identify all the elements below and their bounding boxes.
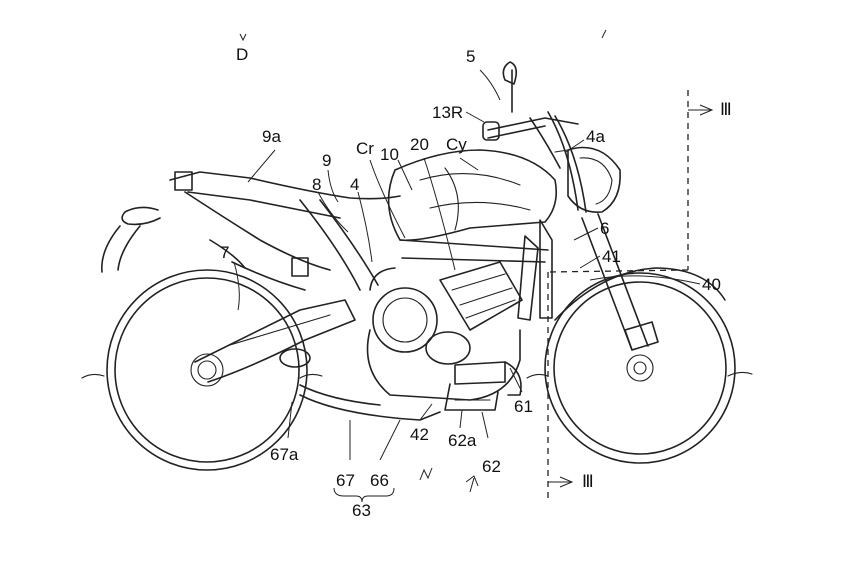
frame [299,199,553,321]
label-67a: 67a [270,445,299,464]
label-63: 63 [352,501,371,520]
section-mark-bottom: Ⅲ [582,472,594,491]
label-66: 66 [370,471,389,490]
front-fork [581,213,659,351]
front-wheel [526,272,753,464]
label-4a: 4a [586,127,605,146]
label-8: 8 [312,175,321,194]
label-62: 62 [482,457,501,476]
headlight [554,146,621,213]
reference-labels: D Ⅲ Ⅲ 5 13R 4a 9a 9 Cr 10 20 Cy 8 4 6 41… [220,45,732,520]
label-9a: 9a [262,127,281,146]
section-mark-top: Ⅲ [720,100,732,119]
direction-label: D [236,45,248,64]
rear-wheel [81,269,323,471]
label-4: 4 [350,175,359,194]
leader-lines [233,69,701,503]
label-9: 9 [322,151,331,170]
seat-and-tail [101,171,401,273]
fuel-tank [387,149,558,242]
label-13R: 13R [432,103,463,122]
engine [366,261,523,401]
handlebar [482,61,587,213]
label-41: 41 [602,247,621,266]
label-7: 7 [220,243,229,262]
direction-arrows [239,29,607,493]
label-Cy: Cy [446,135,467,154]
label-10: 10 [380,145,399,164]
label-6: 6 [600,219,609,238]
front-fender [554,267,726,321]
label-62a: 62a [448,431,477,450]
label-61: 61 [514,397,533,416]
label-20: 20 [410,135,429,154]
swingarm [194,239,356,383]
label-40: 40 [702,275,721,294]
label-67: 67 [336,471,355,490]
exhaust [279,348,522,421]
label-5: 5 [466,47,475,66]
label-Cr: Cr [356,139,374,158]
label-42: 42 [410,425,429,444]
section-line-III [547,90,714,500]
